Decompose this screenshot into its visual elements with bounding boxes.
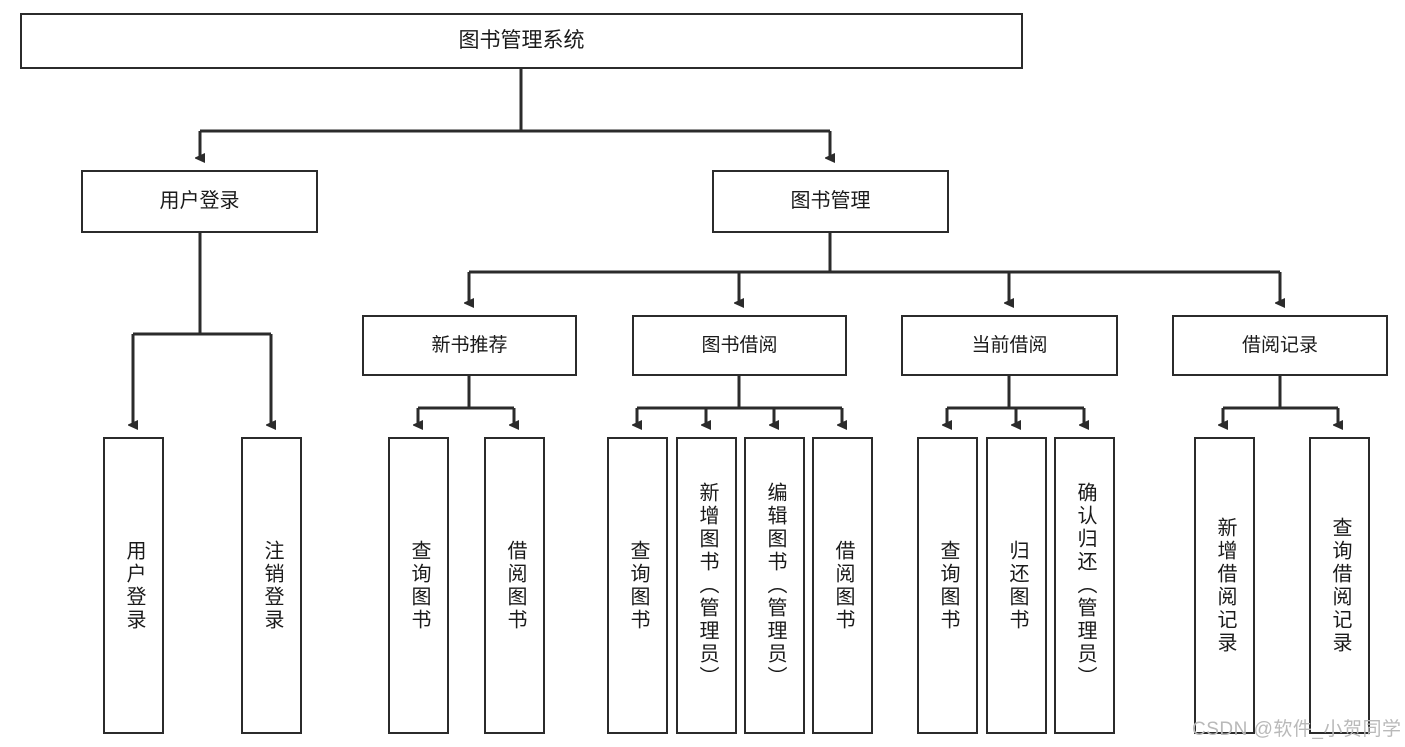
leaf-current-borrow-query-book[interactable]: 查询图书 xyxy=(917,437,978,734)
leaf-current-borrow-return-book[interactable]: 归还图书 xyxy=(986,437,1047,734)
node-root-book-management-system[interactable]: 图书管理系统 xyxy=(20,13,1023,69)
node-user-login-label: 用户登录 xyxy=(159,190,240,212)
leaf-new-book-borrow-book[interactable]: 借阅图书 xyxy=(484,437,545,734)
leaf-label: 查询图书 xyxy=(937,539,959,632)
node-user-login[interactable]: 用户登录 xyxy=(81,170,318,233)
leaf-label: 归还图书 xyxy=(1006,539,1028,632)
node-current-borrow-label: 当前借阅 xyxy=(971,334,1048,356)
node-current-borrow[interactable]: 当前借阅 xyxy=(901,315,1118,376)
leaf-label: 确认归还（管理员） xyxy=(1074,482,1096,689)
node-new-book-recommend-label: 新书推荐 xyxy=(431,334,508,356)
leaf-book-borrow-add-book-admin[interactable]: 新增图书（管理员） xyxy=(676,437,737,734)
node-book-management-label: 图书管理 xyxy=(790,190,871,212)
leaf-label: 编辑图书（管理员） xyxy=(764,482,786,689)
leaf-current-borrow-confirm-return-admin[interactable]: 确认归还（管理员） xyxy=(1054,437,1115,734)
leaf-label: 用户登录 xyxy=(123,539,145,632)
node-new-book-recommend[interactable]: 新书推荐 xyxy=(362,315,577,376)
leaf-user-login-login[interactable]: 用户登录 xyxy=(103,437,164,734)
leaf-new-book-query-book[interactable]: 查询图书 xyxy=(388,437,449,734)
leaf-borrow-record-add-record[interactable]: 新增借阅记录 xyxy=(1194,437,1255,734)
leaf-book-borrow-borrow-book[interactable]: 借阅图书 xyxy=(812,437,873,734)
leaf-book-borrow-edit-book-admin[interactable]: 编辑图书（管理员） xyxy=(744,437,805,734)
leaf-label: 新增借阅记录 xyxy=(1214,516,1236,655)
leaf-borrow-record-query-record[interactable]: 查询借阅记录 xyxy=(1309,437,1370,734)
node-borrow-record-label: 借阅记录 xyxy=(1241,334,1318,356)
leaf-user-login-logout[interactable]: 注销登录 xyxy=(241,437,302,734)
leaf-label: 查询图书 xyxy=(627,539,649,632)
leaf-label: 查询借阅记录 xyxy=(1329,516,1351,655)
node-book-borrow-label: 图书借阅 xyxy=(701,334,778,356)
node-root-label: 图书管理系统 xyxy=(458,28,585,52)
leaf-label: 借阅图书 xyxy=(832,539,854,632)
node-book-management[interactable]: 图书管理 xyxy=(712,170,949,233)
leaf-book-borrow-query-book[interactable]: 查询图书 xyxy=(607,437,668,734)
leaf-label: 新增图书（管理员） xyxy=(696,482,718,689)
node-book-borrow[interactable]: 图书借阅 xyxy=(632,315,847,376)
leaf-label: 借阅图书 xyxy=(504,539,526,632)
node-borrow-record[interactable]: 借阅记录 xyxy=(1172,315,1388,376)
leaf-label: 注销登录 xyxy=(261,539,283,632)
watermark-text: CSDN @软件_小贺同学 xyxy=(1192,719,1402,740)
leaf-label: 查询图书 xyxy=(408,539,430,632)
